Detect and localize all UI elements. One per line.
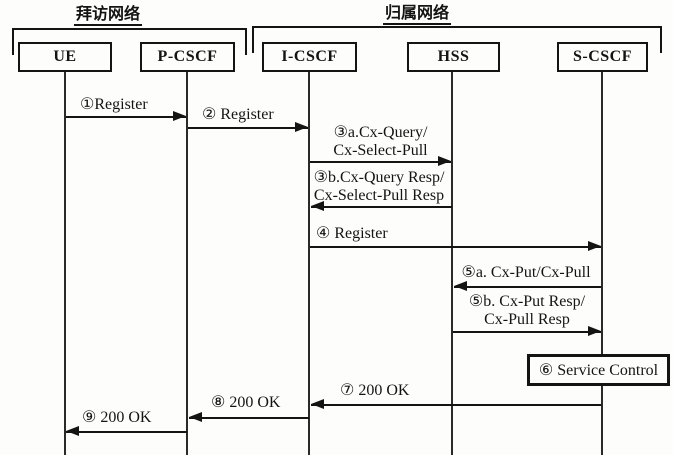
msg8-arrowhead-left bbox=[189, 412, 202, 422]
lifeline-ue bbox=[64, 71, 66, 455]
actor-pcscf: P-CSCF bbox=[140, 42, 235, 72]
msg1-arrowhead-right bbox=[173, 111, 186, 121]
msg9-label: ⑨ 200 OK bbox=[82, 409, 152, 426]
msg3a-label-line2: Cx-Select-Pull bbox=[333, 142, 428, 159]
msg3b-label-line1: ③b.Cx-Query Resp/ bbox=[313, 169, 445, 186]
actor-icscf: I-CSCF bbox=[262, 42, 357, 72]
actor-ue: UE bbox=[18, 42, 112, 72]
msg2-line bbox=[188, 127, 308, 129]
lifeline-icscf bbox=[308, 71, 310, 455]
msg9-arrowhead-left bbox=[66, 426, 79, 436]
msg3a-label: ③a.Cx-Query/ Cx-Select-Pull bbox=[308, 124, 453, 160]
lifeline-scscf bbox=[601, 71, 603, 455]
msg5a-arrowhead-left bbox=[454, 281, 467, 291]
msg5b-label: ⑤b. Cx-Put Resp/ Cx-Pull Resp bbox=[453, 293, 601, 329]
msg5b-label-line1: ⑤b. Cx-Put Resp/ bbox=[468, 293, 586, 310]
msg4-arrowhead-right bbox=[588, 241, 601, 251]
msg3a-line bbox=[310, 161, 451, 163]
home-network-label: 归属网络 bbox=[383, 4, 452, 25]
lifeline-pcscf bbox=[186, 71, 188, 455]
msg5b-line bbox=[453, 331, 601, 333]
msg7-line bbox=[311, 404, 601, 406]
msg5b-arrowhead-right bbox=[588, 326, 601, 336]
msg8-line bbox=[189, 417, 309, 419]
msg9-line bbox=[66, 431, 187, 433]
msg3b-line bbox=[311, 206, 452, 208]
msg3b-label-line2: Cx-Select-Pull Resp bbox=[313, 187, 445, 204]
visited-network-label: 拜访网络 bbox=[74, 5, 143, 26]
msg3a-arrowhead-right bbox=[438, 156, 451, 166]
msg3b-label: ③b.Cx-Query Resp/ Cx-Select-Pull Resp bbox=[300, 169, 458, 205]
msg7-arrowhead-left bbox=[311, 399, 324, 409]
msg4-line bbox=[310, 246, 601, 248]
msg5a-line bbox=[454, 286, 601, 288]
msg7-label: ⑦ 200 OK bbox=[340, 382, 410, 399]
msg1-label: ①Register bbox=[80, 96, 148, 113]
visited-network-bracket bbox=[12, 28, 247, 55]
msg1-line bbox=[66, 116, 186, 118]
msg2-arrowhead-right bbox=[295, 122, 308, 132]
msg5a-label: ⑤a. Cx-Put/Cx-Pull bbox=[461, 264, 591, 281]
lifeline-hss bbox=[451, 71, 453, 455]
actor-hss: HSS bbox=[407, 42, 500, 72]
msg3b-arrowhead-left bbox=[311, 201, 324, 211]
service-control-box: ⑥ Service Control bbox=[527, 354, 670, 386]
msg5b-label-line2: Cx-Pull Resp bbox=[484, 311, 570, 328]
msg3a-label-line1: ③a.Cx-Query/ bbox=[333, 124, 428, 141]
home-network-bracket bbox=[252, 26, 662, 53]
msg4-label: ④ Register bbox=[316, 225, 388, 242]
msg2-label: ② Register bbox=[202, 106, 274, 123]
actor-scscf: S-CSCF bbox=[557, 42, 648, 72]
msg8-label: ⑧ 200 OK bbox=[211, 394, 281, 411]
